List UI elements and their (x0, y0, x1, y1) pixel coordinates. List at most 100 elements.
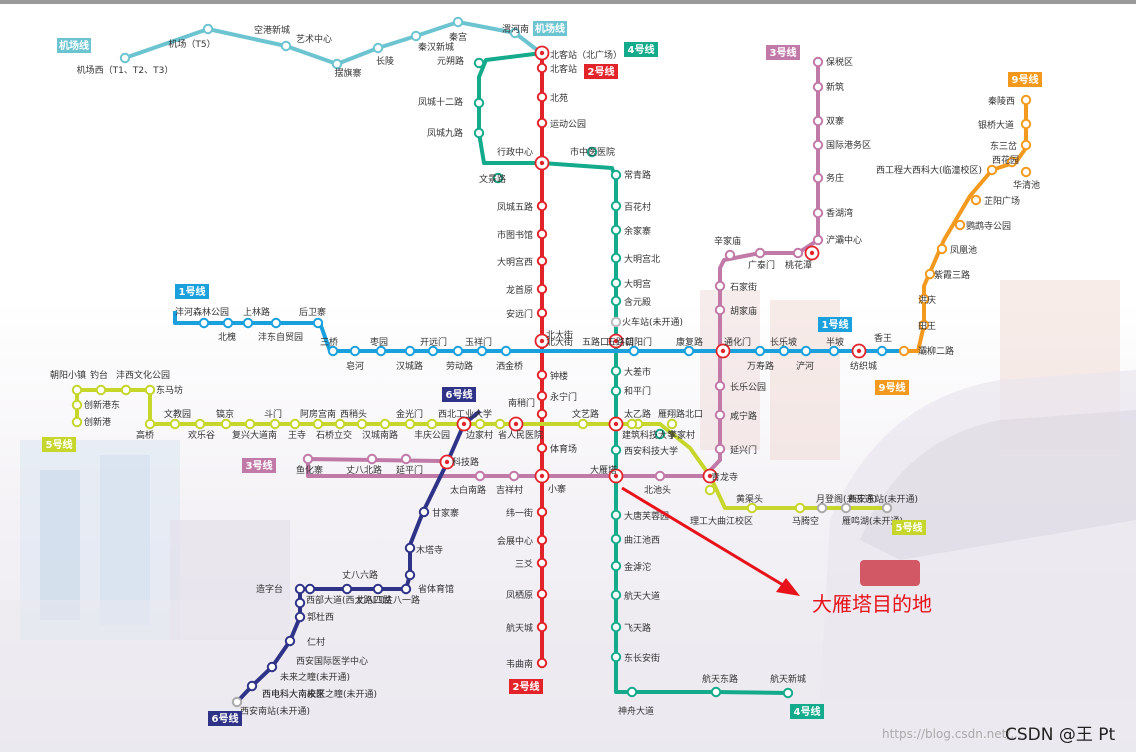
line2-stn-1-dot[interactable] (536, 62, 548, 74)
line9-stn-9-dot[interactable] (924, 268, 936, 280)
line4-stn-11-dot[interactable] (610, 316, 622, 328)
line6-stn-11-dot[interactable] (404, 569, 416, 581)
line5-stn-17-dot[interactable] (404, 418, 416, 430)
airport-stn-2-dot[interactable] (280, 40, 292, 52)
line3-stn-9-dot[interactable] (724, 249, 736, 261)
line1-stn-16-dot[interactable] (754, 345, 766, 357)
line9-stn-6-dot[interactable] (970, 194, 982, 206)
line9-stn-8-dot[interactable] (936, 243, 948, 255)
line3-stn-7-dot[interactable] (792, 247, 804, 259)
line3-stn-6-dot[interactable] (812, 234, 824, 246)
line2-stn-19-dot[interactable] (536, 588, 548, 600)
line4-stn-9-dot[interactable] (610, 277, 622, 289)
line3-stn-2-dot[interactable] (812, 115, 824, 127)
line1-stn-19-dot[interactable] (828, 345, 840, 357)
airport-stn-6-dot[interactable] (452, 16, 464, 28)
line2-stn-18-dot[interactable] (536, 557, 548, 569)
line1-stn-7-dot[interactable] (375, 345, 387, 357)
line4-stn-1-dot[interactable] (473, 97, 485, 109)
line1-stn-12-dot[interactable] (500, 345, 512, 357)
line5-stn-9-dot[interactable] (220, 418, 232, 430)
line6-stn-6-dot[interactable] (304, 583, 316, 595)
line4-stn-10-dot[interactable] (610, 295, 622, 307)
line2-stn-16-dot[interactable] (536, 506, 548, 518)
line5-stn-4-dot[interactable] (120, 384, 132, 396)
line5-stn-3-dot[interactable] (95, 384, 107, 396)
line4-stn-16-dot[interactable] (610, 444, 622, 456)
line9-stn-10-dot[interactable] (918, 293, 930, 305)
line5-stn-10-dot[interactable] (244, 418, 256, 430)
line6-stn-1-dot[interactable] (246, 680, 258, 692)
line1-stn-6-dot[interactable] (349, 345, 361, 357)
line4-stn-22-dot[interactable] (610, 621, 622, 633)
line4-stn-5-dot[interactable] (610, 169, 622, 181)
airport-stn-0-dot[interactable] (119, 52, 131, 64)
line5-stn-11-dot[interactable] (269, 418, 281, 430)
line3-stn-8-dot[interactable] (754, 247, 766, 259)
line9-stn-12-dot[interactable] (898, 345, 910, 357)
line5-stn-31-dot[interactable] (881, 502, 893, 514)
line3-stn-16-dot[interactable] (654, 470, 666, 482)
line4-stn-21-dot[interactable] (610, 589, 622, 601)
line1-stn-5-dot[interactable] (327, 345, 339, 357)
line9-stn-3-dot[interactable] (1006, 156, 1018, 168)
line4-stn-25-dot[interactable] (710, 686, 722, 698)
line9-stn-5-dot[interactable] (986, 164, 998, 176)
line4-stn-6-dot[interactable] (610, 200, 622, 212)
line3-stn-0-dot[interactable] (812, 56, 824, 68)
line5-stn-13-dot[interactable] (312, 418, 324, 430)
line4-stn-13-dot[interactable] (610, 365, 622, 377)
line3-stn-20-dot[interactable] (400, 453, 412, 465)
line3-stn-5-dot[interactable] (812, 207, 824, 219)
line9-stn-4-dot[interactable] (1020, 166, 1032, 178)
line3-stn-3-dot[interactable] (812, 139, 824, 151)
line2-stn-14-dot[interactable] (536, 442, 548, 454)
line1-stn-10-dot[interactable] (452, 345, 464, 357)
line1-stn-8-dot[interactable] (404, 345, 416, 357)
line2-stn-12-dot[interactable] (536, 390, 548, 402)
line9-stn-0-dot[interactable] (1020, 94, 1032, 106)
line5-stn-21-dot[interactable] (494, 418, 506, 430)
line5-stn-20-dot[interactable] (474, 418, 486, 430)
line5-stn-14-dot[interactable] (334, 418, 346, 430)
line2-stn-3-dot[interactable] (536, 117, 548, 129)
line3-stn-12-dot[interactable] (714, 380, 726, 392)
line9-stn-7-dot[interactable] (954, 219, 966, 231)
line5-stn-8-dot[interactable] (194, 418, 206, 430)
line1-stn-0-dot[interactable] (198, 317, 210, 329)
line3-stn-4-dot[interactable] (812, 172, 824, 184)
line6-stn-7-dot[interactable] (341, 583, 353, 595)
line5-stn-6-dot[interactable] (144, 418, 156, 430)
line9-stn-11-dot[interactable] (918, 319, 930, 331)
line1-stn-3-dot[interactable] (270, 317, 282, 329)
line5-stn-5-dot[interactable] (144, 384, 156, 396)
line6-stn-8-dot[interactable] (372, 583, 384, 595)
line1-stn-4-dot[interactable] (312, 317, 324, 329)
airport-stn-7-dot[interactable] (509, 27, 521, 39)
line6-stn-9-dot[interactable] (400, 583, 412, 595)
line4-stn-20-dot[interactable] (610, 560, 622, 572)
line5-stn-12-dot[interactable] (289, 418, 301, 430)
line5-stn-24-dot[interactable] (626, 418, 638, 430)
line2-stn-11-dot[interactable] (536, 369, 548, 381)
line6-stn-12-dot[interactable] (404, 542, 416, 554)
line4-stn-7-dot[interactable] (610, 224, 622, 236)
line5-stn-26-dot[interactable] (704, 484, 716, 496)
line2-stn-9-dot[interactable] (536, 307, 548, 319)
line2-stn-13-dot[interactable] (536, 408, 548, 420)
line4-stn-18-dot[interactable] (610, 509, 622, 521)
line1-stn-13-dot[interactable] (628, 345, 640, 357)
line2-stn-20-dot[interactable] (536, 621, 548, 633)
line2-stn-5-dot[interactable] (536, 200, 548, 212)
airport-stn-4-dot[interactable] (372, 42, 384, 54)
line4-stn-3-dot[interactable] (492, 172, 504, 184)
line3-stn-21-dot[interactable] (366, 453, 378, 465)
line2-stn-8-dot[interactable] (536, 283, 548, 295)
line1-stn-21-dot[interactable] (876, 345, 888, 357)
line4-stn-14-dot[interactable] (610, 385, 622, 397)
line4-stn-8-dot[interactable] (610, 252, 622, 264)
line1-stn-18-dot[interactable] (800, 345, 812, 357)
line5-stn-18-dot[interactable] (426, 418, 438, 430)
line3-stn-13-dot[interactable] (714, 409, 726, 421)
line9-stn-1-dot[interactable] (1020, 118, 1032, 130)
